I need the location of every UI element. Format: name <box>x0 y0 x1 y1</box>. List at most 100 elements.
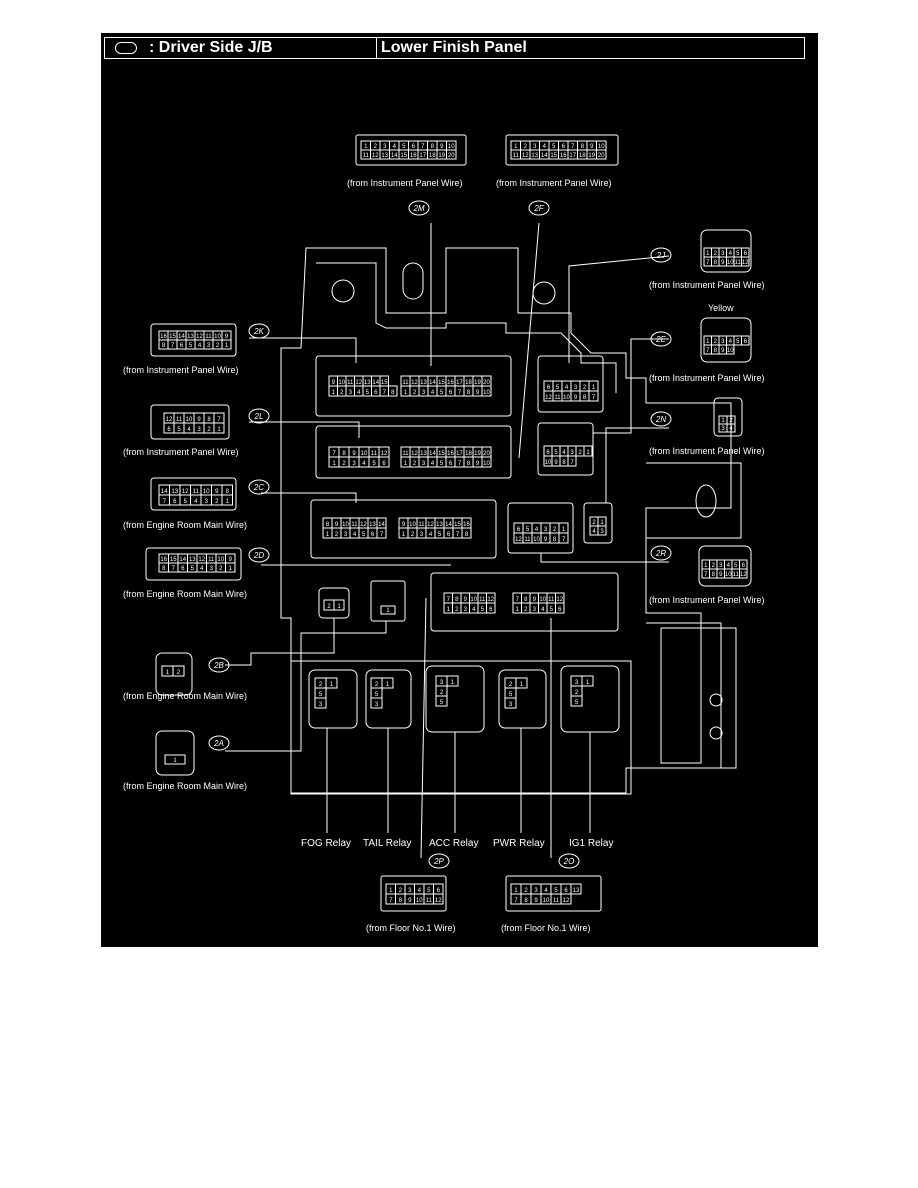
socket-2F-left-pins-pin: 2 <box>342 461 346 467</box>
socket-2N-pins-pin: 4 <box>592 529 596 535</box>
socket-2C-right-pins-pin: 16 <box>463 522 470 528</box>
jb-socket-2J <box>537 355 604 413</box>
relay-label-pwr: PWR Relay <box>493 838 545 849</box>
socket-2M-right-pins-pin: 5 <box>440 390 444 396</box>
socket-2R-pins-cell <box>558 532 569 544</box>
header-left-title: : Driver Side J/B <box>149 39 273 56</box>
plug-2L-pins-pin: 1 <box>217 427 221 433</box>
socket-2F-right-pins-pin: 3 <box>422 461 426 467</box>
socket-2R-pins-pin: 6 <box>517 527 521 533</box>
plug-2R-pins-pin: 8 <box>712 572 716 578</box>
socket-2O-pins-pin: 6 <box>558 607 562 613</box>
badge-2N-oval <box>650 411 672 427</box>
plug-2F-pins-pin: 11 <box>513 153 520 159</box>
socket-2M-right-pins-pin: 6 <box>449 390 453 396</box>
socket-2F-right-pins-pin: 4 <box>431 461 435 467</box>
plug-2D-pins-pin: 1 <box>229 566 233 572</box>
plug-2R-pins-pin: 7 <box>704 572 708 578</box>
plug-2D <box>145 547 242 581</box>
plug-2J-pins-pin: 6 <box>744 251 748 257</box>
plug-2K-pins-pin: 10 <box>214 334 221 340</box>
plug-2D-pins-pin: 4 <box>200 566 204 572</box>
socket-2C-left-pins-pin: 13 <box>369 522 376 528</box>
plug-2O-pins-pin: 2 <box>524 888 528 894</box>
relay-socket-pwr <box>498 669 547 729</box>
plug-2D-pins-pin: 7 <box>172 566 176 572</box>
jb-relay-area <box>290 660 632 795</box>
plug-2L-pins-pin: 8 <box>207 417 211 423</box>
socket-2E-pins-pin: 2 <box>578 450 582 456</box>
plug-2K-pins-pin: 13 <box>187 334 194 340</box>
plug-2L <box>150 404 230 440</box>
plug-2B-pins-pin: 2 <box>177 670 181 676</box>
plug-2P <box>380 875 447 912</box>
socket-2R-pins-pin: 8 <box>553 537 557 543</box>
relay-1-pins-pin: 3 <box>375 702 379 708</box>
socket-2A-pins: 1 <box>380 605 396 615</box>
relay-1-pins-cell <box>370 697 383 709</box>
plug-2K-pins-pin: 4 <box>198 343 202 349</box>
socket-2M-right-pins-pin: 12 <box>411 380 418 386</box>
plug-2D-pins-pin: 8 <box>162 566 166 572</box>
plug-2M-pins-pin: 6 <box>412 144 416 150</box>
plug-2O-pins-pin: 4 <box>544 888 548 894</box>
relay-1-pins-pin: 5 <box>375 692 379 698</box>
plug-2D-pins-pin: 16 <box>160 557 167 563</box>
socket-2F-right-pins-pin: 6 <box>449 461 453 467</box>
plug-2M-pins-pin: 13 <box>381 153 388 159</box>
plug-2D-pins-pin: 15 <box>170 557 177 563</box>
socket-2E-pins-pin: 6 <box>546 450 550 456</box>
socket-2M-left-pins-pin: 14 <box>372 380 379 386</box>
relay-2-pins-cell <box>446 675 459 687</box>
plug-2F-pins-pin: 10 <box>598 144 605 150</box>
socket-2F-right-pins-pin: 16 <box>447 451 454 457</box>
plug-2F-pins-pin: 2 <box>524 144 528 150</box>
plug-2F-pins-pin: 7 <box>571 144 575 150</box>
socket-2R-pins-pin: 1 <box>562 527 566 533</box>
socket-2E-pins-pin: 3 <box>570 450 574 456</box>
plug-2C-pins-pin: 9 <box>215 489 219 495</box>
socket-2C-right-pins-pin: 7 <box>456 532 460 538</box>
socket-2M-left-pins-pin: 3 <box>349 390 353 396</box>
socket-2C-left-pins-pin: 3 <box>344 532 348 538</box>
socket-2M-left-pins-pin: 5 <box>366 390 370 396</box>
socket-2R-pins-pin: 10 <box>533 537 540 543</box>
socket-2P-pins-pin: 10 <box>470 597 477 603</box>
plug-2J-pins-pin: 5 <box>736 251 740 257</box>
plug-2D-pins-pin: 11 <box>208 557 215 563</box>
plug-2P-pins-pin: 11 <box>426 898 433 904</box>
badge-2R: 2R <box>655 549 666 558</box>
source-label-2F: (from Instrument Panel Wire) <box>496 178 612 188</box>
socket-2C-right-pins-pin: 3 <box>420 532 424 538</box>
badge-2O-oval <box>558 853 580 869</box>
socket-2M-right-pins-pin: 17 <box>456 380 463 386</box>
plug-2K-pins-pin: 11 <box>205 334 212 340</box>
socket-2N-pins-pin: 2 <box>592 520 596 526</box>
socket-2O-pins-pin: 10 <box>539 597 546 603</box>
relay-4-pins-cell <box>581 675 594 687</box>
socket-2F-right-pins-pin: 14 <box>429 451 436 457</box>
socket-2R-pins-pin: 4 <box>535 527 539 533</box>
socket-2M-left-pins-pin: 8 <box>391 390 395 396</box>
socket-2O-pins-pin: 1 <box>516 607 520 613</box>
plug-2K <box>150 323 237 357</box>
badge-2J-oval <box>650 247 672 263</box>
source-label-2E: (from Instrument Panel Wire) <box>649 373 765 383</box>
socket-2F-right-pins-pin: 12 <box>411 451 418 457</box>
plug-2K-pins-pin: 5 <box>189 343 193 349</box>
plug-2J-pins-pin: 10 <box>727 260 734 266</box>
plug-2F-pins-pin: 16 <box>560 153 567 159</box>
jb-socket-2A <box>370 580 406 622</box>
badge-2R-oval <box>650 545 672 561</box>
socket-2J-pins-pin: 6 <box>547 385 551 391</box>
plug-2L-pins-pin: 9 <box>197 417 201 423</box>
socket-2J-pins-pin: 9 <box>574 395 578 401</box>
source-label-2D: (from Engine Room Main Wire) <box>123 589 247 599</box>
socket-2P-pins-pin: 5 <box>481 607 485 613</box>
socket-2C-right-pins-pin: 5 <box>438 532 442 538</box>
relay-2-pins-pin: 2 <box>440 690 444 696</box>
